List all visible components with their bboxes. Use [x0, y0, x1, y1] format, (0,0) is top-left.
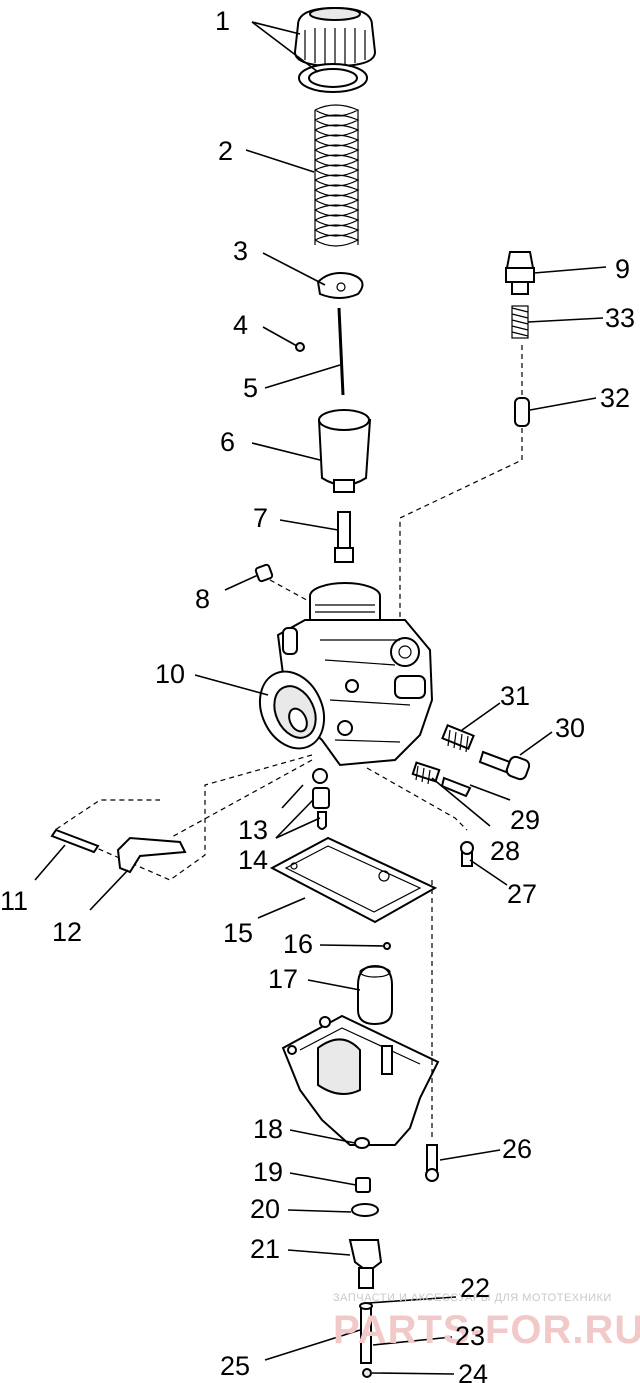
- part-6-slide: [317, 409, 372, 493]
- callout-22: 22: [460, 1273, 490, 1303]
- callout-6: 6: [220, 427, 235, 457]
- callout-13: 13: [238, 815, 268, 845]
- callout-16: 16: [283, 929, 313, 959]
- callout-1: 1: [215, 6, 230, 36]
- callout-10: 10: [155, 659, 185, 689]
- part-33-spring: [511, 305, 529, 339]
- callout-4: 4: [233, 310, 248, 340]
- part-32-plunger: [399, 345, 530, 640]
- callout-29: 29: [510, 805, 540, 835]
- part-body: [276, 582, 434, 767]
- callout-20: 20: [250, 1194, 280, 1224]
- leader-lines: [34, 21, 607, 1375]
- callout-31: 31: [500, 681, 530, 711]
- callout-14: 14: [238, 845, 268, 875]
- part-15-gasket: [269, 836, 438, 924]
- callout-19: 19: [253, 1157, 283, 1187]
- part-27-screw: [366, 767, 474, 867]
- part-16-17-float: [357, 942, 393, 1026]
- part-30-screw: [478, 750, 531, 781]
- callout-21: 21: [250, 1234, 280, 1264]
- callout-27: 27: [507, 879, 537, 909]
- callout-33: 33: [605, 303, 635, 333]
- callout-25: 25: [220, 1351, 250, 1381]
- part-11-12-bracket: [50, 754, 313, 881]
- callout-24: 24: [458, 1359, 488, 1383]
- callout-8: 8: [195, 584, 210, 614]
- callout-5: 5: [243, 373, 258, 403]
- callout-17: 17: [268, 964, 298, 994]
- callout-30: 30: [555, 713, 585, 743]
- part-bowl: [281, 1014, 440, 1146]
- part-2-spring: [314, 104, 360, 247]
- part-7-needle-jet: [334, 511, 354, 563]
- part-3-plate: [316, 272, 364, 299]
- part-13-jet: [312, 768, 330, 830]
- callout-12: 12: [52, 917, 82, 947]
- part-28-29-screw-spring: [411, 761, 472, 798]
- part-drain-stack: [348, 1137, 383, 1378]
- callout-26: 26: [502, 1134, 532, 1164]
- callout-2: 2: [218, 136, 233, 166]
- callout-11: 11: [0, 886, 28, 916]
- callout-28: 28: [490, 836, 520, 866]
- callout-9: 9: [615, 254, 630, 284]
- part-10-intake: [258, 670, 326, 750]
- callout-32: 32: [600, 383, 630, 413]
- callout-labels: 1 2 3 4 5 6 7 8 9 10 11 12 13 14 15 16 1…: [0, 6, 635, 1383]
- callout-23: 23: [455, 1321, 485, 1351]
- watermark: ЗАПЧАСТИ И АКСЕССУАРЫ ДЛЯ МОТОТЕХНИКИ PA…: [333, 1292, 640, 1352]
- part-26-screw: [425, 880, 439, 1182]
- callout-15: 15: [223, 918, 253, 948]
- part-4-clip: [295, 342, 305, 352]
- callout-7: 7: [253, 503, 268, 533]
- callout-18: 18: [253, 1114, 283, 1144]
- callout-3: 3: [233, 236, 248, 266]
- part-9-fitting: [505, 251, 535, 295]
- watermark-tagline: ЗАПЧАСТИ И АКСЕССУАРЫ ДЛЯ МОТОТЕХНИКИ: [333, 1292, 612, 1304]
- part-1-cap: [293, 6, 377, 93]
- part-5-needle: [337, 307, 345, 396]
- watermark-brand: PARTS-FOR.RU: [333, 1308, 640, 1352]
- part-31-spring: [441, 723, 475, 753]
